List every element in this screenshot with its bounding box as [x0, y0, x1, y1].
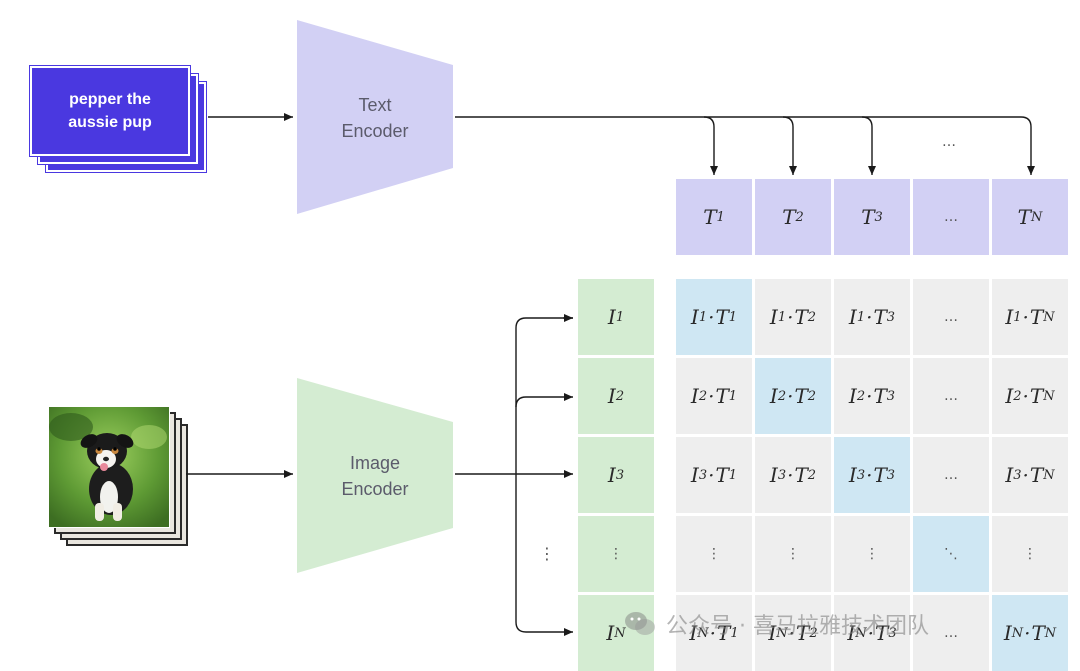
image-encoder-label: Image Encoder: [316, 450, 434, 502]
text-encoder-label: Text Encoder: [316, 92, 434, 144]
arrow-to-t3: [861, 116, 876, 175]
text-feature-ellipsis: …: [913, 179, 989, 255]
arrow-to-t1: [703, 116, 718, 175]
image-encoder-line2: Encoder: [341, 479, 409, 499]
arrow-to-i2: [515, 393, 573, 408]
image-vertical-bus: [515, 317, 573, 636]
text-encoder-shape: [297, 20, 453, 214]
matrix-cell-3-4: ⋮: [992, 516, 1068, 592]
puppy-image-icon: [49, 407, 169, 527]
text-encoder-line1: Text: [358, 95, 392, 115]
matrix-cell-3-2: ⋮: [834, 516, 910, 592]
matrix-cell-2-3: …: [913, 437, 989, 513]
text-input-card: pepper the aussie pup: [30, 66, 190, 156]
arrow-to-t2: [782, 116, 797, 175]
matrix-cell-3-3: ⋱: [913, 516, 989, 592]
left-vdots: ⋮: [539, 544, 555, 563]
image-feature-vdots: ⋮: [578, 516, 654, 592]
text-input-label: pepper the aussie pup: [68, 91, 152, 131]
matrix-cell-3-1: ⋮: [755, 516, 831, 592]
matrix-cell-3-0: ⋮: [676, 516, 752, 592]
image-encoder-shape: [297, 378, 453, 573]
puppy-photo: [48, 406, 170, 528]
matrix-cell-0-3: …: [913, 279, 989, 355]
wechat-icon: [625, 612, 655, 635]
image-encoder-line1: Image: [349, 453, 401, 473]
watermark-text: 公众号 · 喜马拉雅技术团队: [666, 614, 929, 639]
top-ellipsis: …: [942, 134, 956, 150]
matrix-cell-1-3: …: [913, 358, 989, 434]
text-bus: [455, 116, 1035, 175]
watermark: 公众号 · 喜马拉雅技术团队: [624, 608, 929, 640]
text-encoder-line2: Encoder: [341, 121, 409, 141]
matrix-cell-4-3: …: [913, 595, 989, 671]
